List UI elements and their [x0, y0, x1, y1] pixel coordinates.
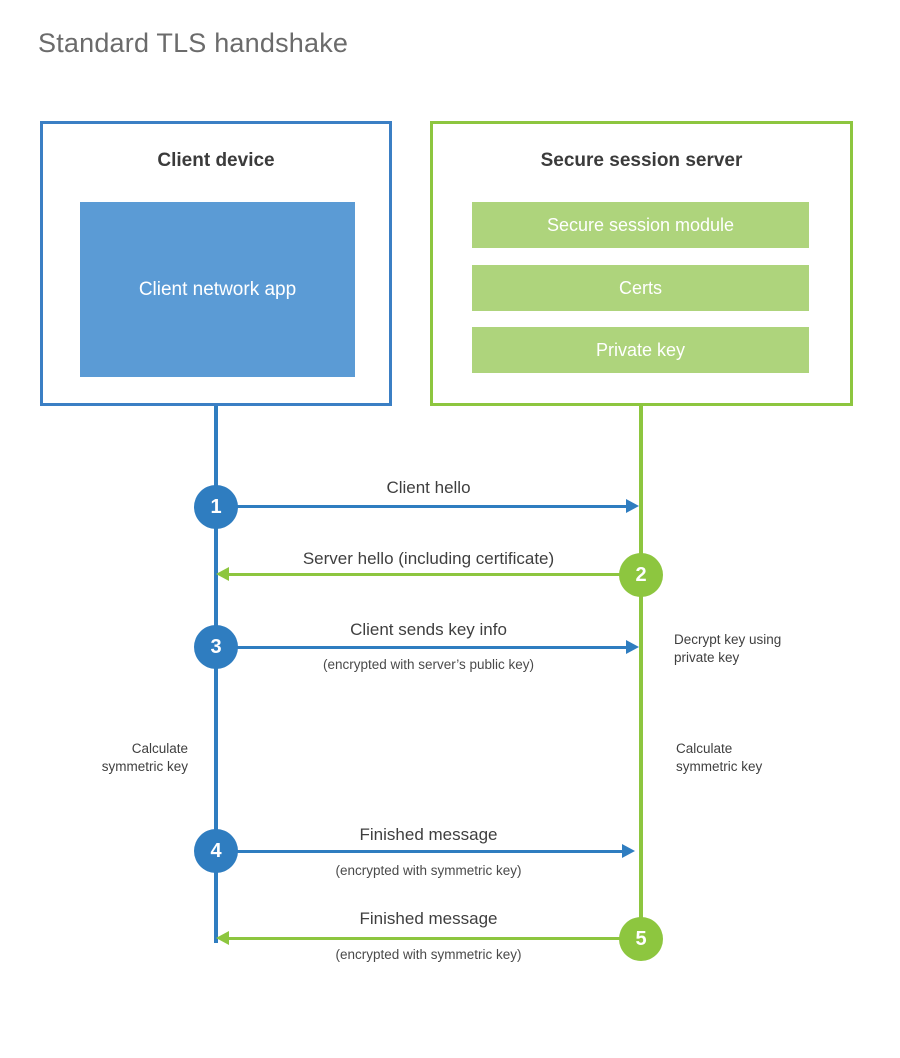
step-3-arrow-head-icon	[626, 640, 639, 654]
secure-session-server-box: Secure session server Secure session mod…	[430, 121, 853, 406]
step-5-label: Finished message	[359, 909, 498, 928]
step-4-arrow-head-icon	[622, 844, 635, 858]
step-5-sublabel: (encrypted with symmetric key)	[335, 947, 522, 962]
step-marker-5: 5	[619, 917, 663, 961]
client-lifeline	[214, 406, 218, 943]
step-2-label: Server hello (including certificate)	[302, 549, 555, 568]
step-marker-4: 4	[194, 829, 238, 873]
step-5-arrow-head-icon	[216, 931, 229, 945]
step-5-arrow-line	[229, 937, 641, 940]
client-device-title: Client device	[157, 150, 275, 171]
server-component-private-key: Private key	[472, 327, 809, 373]
client-network-app-label: Client network app	[138, 278, 297, 300]
step-4-sublabel: (encrypted with symmetric key)	[335, 863, 522, 878]
step-1-label: Client hello	[386, 478, 471, 497]
client-device-box: Client device Client network app	[40, 121, 392, 406]
step-4-arrow-line	[216, 850, 624, 853]
annotation-server-calculate-symmetric-key: Calculate symmetric key	[676, 741, 763, 774]
step-2-arrow-line	[229, 573, 641, 576]
server-lifeline	[639, 406, 643, 939]
server-component-certs: Certs	[472, 265, 809, 311]
server-component-label: Certs	[618, 277, 662, 298]
annotation-client-calculate-symmetric-key: Calculate symmetric key	[101, 741, 188, 774]
step-3-label: Client sends key info	[350, 620, 507, 639]
step-marker-1: 1	[194, 485, 238, 529]
step-1-arrow-line	[216, 505, 628, 508]
step-marker-3: 3	[194, 625, 238, 669]
server-component-label: Secure session module	[546, 214, 735, 235]
step-marker-2: 2	[619, 553, 663, 597]
server-component-label: Private key	[595, 339, 686, 360]
step-1-arrow-head-icon	[626, 499, 639, 513]
step-3-sublabel: (encrypted with server’s public key)	[322, 657, 535, 672]
step-2-arrow-head-icon	[216, 567, 229, 581]
annotation-server-decrypt-key: Decrypt key using private key	[674, 632, 782, 665]
client-network-app-block: Client network app	[80, 202, 355, 377]
page-title: Standard TLS handshake	[38, 28, 349, 58]
step-4-label: Finished message	[359, 825, 498, 844]
step-3-arrow-line	[216, 646, 628, 649]
server-component-secure-session-module: Secure session module	[472, 202, 809, 248]
secure-session-server-title: Secure session server	[540, 150, 743, 171]
